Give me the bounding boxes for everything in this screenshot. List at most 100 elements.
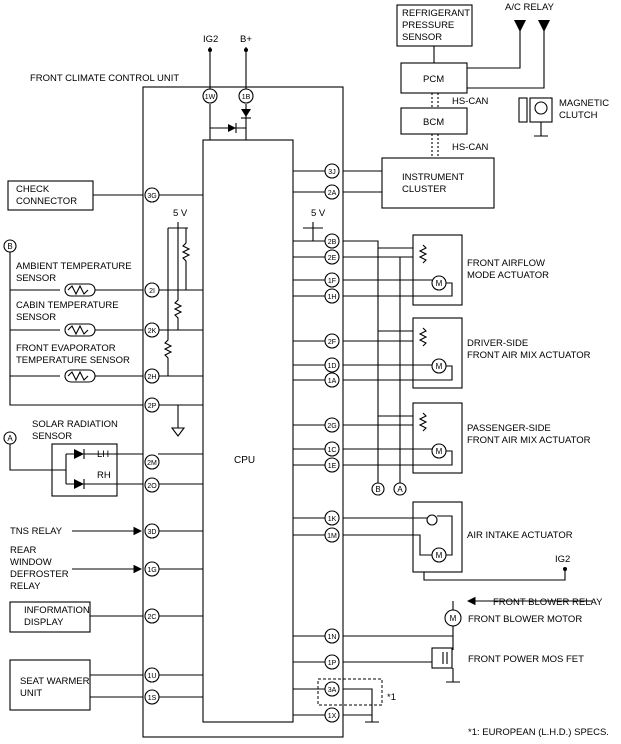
svg-text:*1: *1	[387, 692, 396, 703]
hs-can-links: HS-CAN HS-CAN	[431, 93, 489, 158]
svg-text:2B: 2B	[328, 239, 337, 246]
svg-text:SENSOR: SENSOR	[32, 431, 72, 442]
ambient-temperature-sensor: AMBIENT TEMPERATURE SENSOR	[16, 261, 143, 297]
svg-text:5 V: 5 V	[173, 208, 188, 219]
svg-text:2F: 2F	[328, 339, 336, 346]
svg-text:TNS RELAY: TNS RELAY	[10, 526, 63, 537]
check-connector: CHECK CONNECTOR	[7, 180, 143, 211]
potentiometer-icon	[418, 327, 428, 347]
svg-text:1U: 1U	[148, 673, 157, 680]
pullup-network: 5 V	[158, 208, 203, 377]
svg-text:1F: 1F	[328, 278, 336, 285]
svg-text:CLUTCH: CLUTCH	[559, 110, 598, 121]
svg-text:IG2: IG2	[555, 554, 570, 565]
svg-text:2A: 2A	[328, 190, 337, 197]
svg-text:3G: 3G	[147, 193, 156, 200]
svg-text:1A: 1A	[328, 378, 337, 385]
svg-text:REFRIGERANT: REFRIGERANT	[402, 8, 470, 19]
svg-text:1M: 1M	[327, 533, 337, 540]
svg-text:1E: 1E	[328, 463, 337, 470]
cpu-block	[202, 139, 294, 723]
cpu-label: CPU	[234, 455, 255, 466]
svg-text:CHECK: CHECK	[16, 184, 50, 195]
svg-text:HS-CAN: HS-CAN	[452, 96, 489, 107]
climate-control-unit: FRONT CLIMATE CONTROL UNIT CPU	[30, 73, 344, 738]
thermistor-icon	[67, 284, 89, 296]
svg-text:CABIN TEMPERATURE: CABIN TEMPERATURE	[16, 300, 119, 311]
passenger-side-air-mix-actuator: M PASSENGER-SIDE FRONT AIR MIX ACTUATOR	[343, 402, 591, 474]
refrigerant-pressure-sensor: REFRIGERANT PRESSURE SENSOR	[396, 4, 473, 63]
svg-text:CONNECTOR: CONNECTOR	[16, 196, 77, 207]
svg-text:INFORMATION: INFORMATION	[24, 605, 90, 616]
connector-pins: 1W 1B 3G 2I 2K 2H 2P 2M 2O 3D 1G 2C 1U 1…	[144, 88, 340, 723]
svg-text:B: B	[7, 242, 12, 251]
information-display: INFORMATION DISPLAY	[9, 601, 143, 633]
solar-radiation-sensor: A SOLAR RADIATION SENSOR LH RH	[3, 419, 143, 497]
svg-text:BCM: BCM	[423, 117, 444, 128]
svg-text:FRONT BLOWER MOTOR: FRONT BLOWER MOTOR	[468, 614, 582, 625]
svg-text:RH: RH	[97, 470, 111, 481]
bcm: BCM	[400, 107, 468, 135]
svg-text:LH: LH	[97, 449, 109, 460]
svg-text:FRONT AIR MIX ACTUATOR: FRONT AIR MIX ACTUATOR	[467, 350, 591, 361]
svg-text:2K: 2K	[148, 328, 157, 335]
tns-relay: TNS RELAY	[10, 526, 143, 537]
svg-text:INSTRUMENT: INSTRUMENT	[402, 172, 464, 183]
instrument-cluster: INSTRUMENT CLUSTER	[293, 157, 495, 209]
svg-text:A: A	[397, 485, 403, 494]
svg-text:PCM: PCM	[423, 74, 444, 85]
svg-text:FRONT AIRFLOW: FRONT AIRFLOW	[467, 258, 545, 269]
diode-1-icon	[228, 124, 236, 132]
ac-relay-label: A/C RELAY	[505, 2, 555, 13]
svg-text:MAGNETIC: MAGNETIC	[559, 98, 609, 109]
footnote: *1: EUROPEAN (L.H.D.) SPECS.	[468, 727, 609, 738]
svg-text:HS-CAN: HS-CAN	[452, 142, 489, 153]
svg-text:AMBIENT TEMPERATURE: AMBIENT TEMPERATURE	[16, 261, 132, 272]
svg-text:MODE ACTUATOR: MODE ACTUATOR	[467, 270, 549, 281]
svg-text:2E: 2E	[328, 255, 337, 262]
svg-text:FRONT EVAPORATOR: FRONT EVAPORATOR	[16, 343, 116, 354]
svg-text:1G: 1G	[147, 567, 156, 574]
svg-text:2M: 2M	[147, 460, 157, 467]
svg-text:1C: 1C	[328, 447, 337, 454]
svg-text:2C: 2C	[148, 614, 157, 621]
svg-text:SENSOR: SENSOR	[16, 273, 56, 284]
ig2-label: IG2	[203, 34, 218, 45]
evaporator-temperature-sensor: FRONT EVAPORATOR TEMPERATURE SENSOR	[16, 343, 143, 383]
svg-text:DRIVER-SIDE: DRIVER-SIDE	[467, 338, 528, 349]
svg-text:DISPLAY: DISPLAY	[24, 617, 64, 628]
svg-text:UNIT: UNIT	[20, 688, 42, 699]
svg-text:AIR INTAKE ACTUATOR: AIR INTAKE ACTUATOR	[467, 530, 573, 541]
svg-text:3J: 3J	[328, 169, 335, 176]
svg-text:FRONT AIR MIX ACTUATOR: FRONT AIR MIX ACTUATOR	[467, 435, 591, 446]
sensor-return-buses: B A	[371, 248, 413, 496]
unit-title: FRONT CLIMATE CONTROL UNIT	[30, 73, 179, 84]
svg-text:2P: 2P	[148, 403, 157, 410]
svg-text:3D: 3D	[148, 529, 157, 536]
thermistor-icon	[67, 370, 89, 382]
magnetic-clutch: MAGNETIC CLUTCH	[518, 97, 609, 137]
svg-text:M: M	[436, 447, 443, 456]
svg-text:M: M	[436, 362, 443, 371]
thermistor-icon	[67, 324, 89, 336]
svg-text:M: M	[436, 279, 443, 288]
power-inputs: IG2 B+	[203, 34, 252, 140]
svg-text:CLUSTER: CLUSTER	[402, 184, 446, 195]
svg-text:1K: 1K	[328, 516, 337, 523]
connector-b-left: B	[3, 239, 143, 406]
svg-text:SEAT WARMER: SEAT WARMER	[20, 676, 90, 687]
svg-text:FRONT BLOWER RELAY: FRONT BLOWER RELAY	[493, 597, 603, 608]
seat-warmer-unit: SEAT WARMER UNIT	[9, 659, 143, 711]
svg-text:FRONT POWER MOS FET: FRONT POWER MOS FET	[468, 654, 584, 665]
svg-text:WINDOW: WINDOW	[10, 557, 52, 568]
svg-text:SENSOR: SENSOR	[16, 312, 56, 323]
svg-text:1H: 1H	[328, 294, 337, 301]
bplus-label: B+	[240, 34, 252, 45]
svg-text:1N: 1N	[328, 634, 337, 641]
air-intake-actuator: M AIR INTAKE ACTUATOR IG2	[343, 501, 573, 581]
svg-text:2H: 2H	[148, 374, 157, 381]
front-airflow-mode-actuator: M FRONT AIRFLOW MODE ACTUATOR	[343, 234, 549, 306]
european-ground: *1	[317, 678, 396, 723]
svg-text:1X: 1X	[328, 713, 337, 720]
